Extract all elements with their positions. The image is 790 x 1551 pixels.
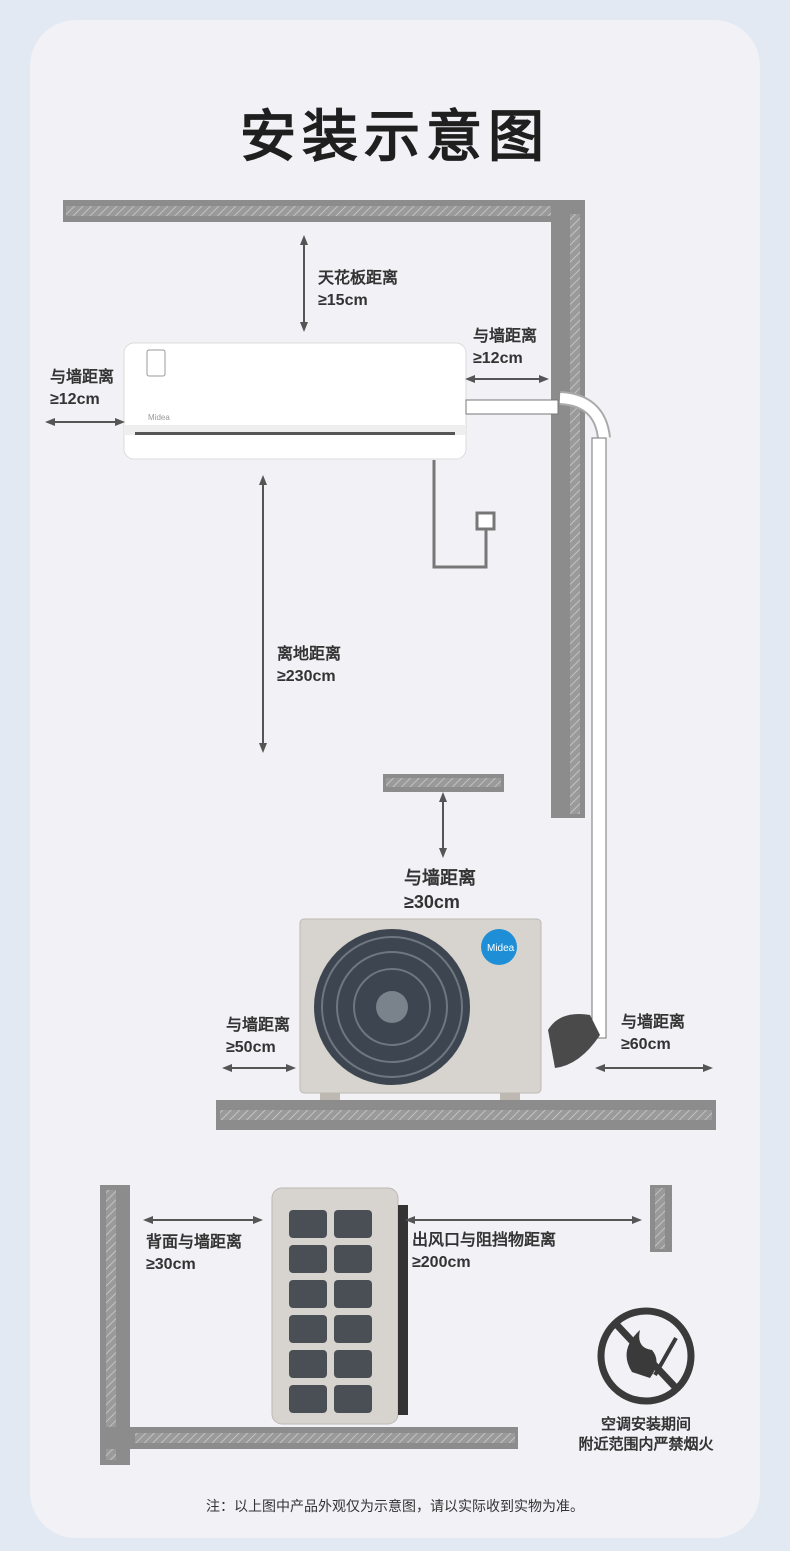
- outdoor-top-label-name: 与墙距离: [404, 868, 476, 888]
- remote-icon: [146, 349, 166, 377]
- no-fire-icon: [597, 1307, 695, 1405]
- svg-text:Midea: Midea: [487, 943, 515, 954]
- page-title: 安装示意图: [240, 105, 550, 168]
- outdoor-right-label: 与墙距离 ≥60cm: [621, 1012, 685, 1056]
- outdoor-left-label-name: 与墙距离: [226, 1017, 291, 1034]
- indoor-unit: Midea: [123, 342, 467, 460]
- ceiling-label-value: ≥15cm: [318, 292, 368, 309]
- outdoor-left-label-value: ≥50cm: [226, 1039, 276, 1056]
- outdoor-unit-topview: [271, 1187, 408, 1425]
- svg-text:Midea: Midea: [148, 413, 170, 422]
- floor-label-value: ≥230cm: [277, 668, 336, 685]
- ceiling-label-name: 天花板距离: [318, 270, 399, 287]
- outdoor-left-label: 与墙距离 ≥50cm: [226, 1015, 290, 1059]
- fire-warning-line1: 空调安装期间: [600, 1416, 691, 1433]
- brand-logo: [481, 929, 517, 965]
- drain-pipe: [432, 460, 488, 569]
- indoor-left-label-name: 与墙距离: [50, 369, 115, 386]
- indoor-left-label: 与墙距离 ≥12cm: [50, 367, 114, 411]
- outdoor-unit: Midea: [299, 918, 600, 1101]
- floor-label: 离地距离 ≥230cm: [277, 644, 341, 688]
- outdoor-right-label-name: 与墙距离: [621, 1014, 686, 1031]
- back-label-name: 背面与墙距离: [146, 1234, 243, 1251]
- outlet-label-value: ≥200cm: [412, 1254, 471, 1271]
- right-wall: [551, 200, 585, 818]
- indoor-right-label-name: 与墙距离: [473, 328, 538, 345]
- outlet-label: 出风口与阻挡物距离 ≥200cm: [412, 1230, 556, 1274]
- indoor-right-label: 与墙距离 ≥12cm: [473, 326, 537, 370]
- outdoor-ground: [216, 1100, 716, 1130]
- outdoor-top-wall: [383, 774, 504, 792]
- fire-warning-line2: 附近范围内严禁烟火: [578, 1436, 714, 1453]
- ceiling-wall: [63, 200, 585, 222]
- footnote: 注：以上图中产品外观仅为示意图，请以实际收到实物为准。: [206, 1498, 584, 1514]
- left-wall-topview: [100, 1185, 130, 1465]
- ceiling-label: 天花板距离 ≥15cm: [318, 268, 398, 312]
- floor-label-name: 离地距离: [277, 646, 342, 663]
- back-label-value: ≥30cm: [146, 1256, 196, 1273]
- obstacle-wall: [650, 1185, 672, 1252]
- fire-warning: 空调安装期间 附近范围内严禁烟火: [560, 1415, 732, 1455]
- indoor-pipe: [465, 391, 611, 1039]
- indoor-left-label-value: ≥12cm: [50, 391, 100, 408]
- outdoor-top-label-value: ≥30cm: [404, 892, 460, 912]
- outdoor-right-label-value: ≥60cm: [621, 1036, 671, 1053]
- outdoor-top-label: 与墙距离 ≥30cm: [404, 866, 476, 914]
- bottom-wall-topview: [100, 1427, 518, 1449]
- back-label: 背面与墙距离 ≥30cm: [146, 1232, 242, 1276]
- outlet-label-name: 出风口与阻挡物距离: [412, 1232, 557, 1249]
- indoor-right-label-value: ≥12cm: [473, 350, 523, 367]
